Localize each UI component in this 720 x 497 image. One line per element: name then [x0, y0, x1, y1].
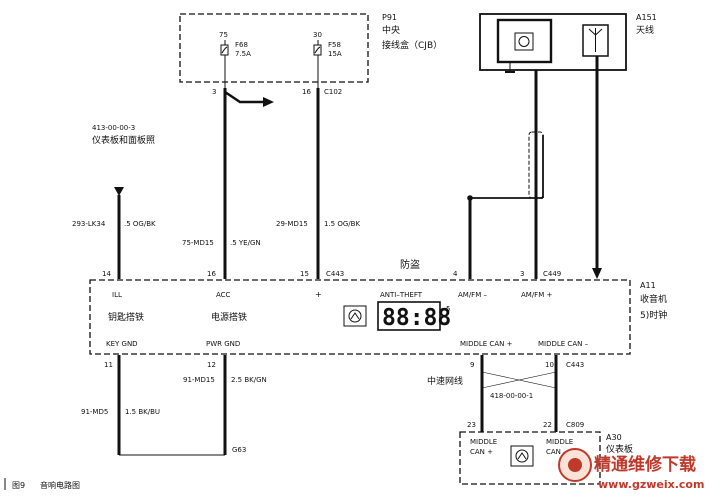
- cluster-id: A30: [606, 433, 622, 442]
- antenna-module-icon: [514, 32, 534, 51]
- radio-connector-top-left: C443: [326, 270, 344, 278]
- wire-acc: [223, 88, 274, 279]
- key-switch-label: 钥匙搭铁: [108, 311, 144, 323]
- radio-id: A11: [640, 281, 656, 290]
- illumination-ref-code: 413-00-00-3: [92, 124, 135, 132]
- wire-acc-circuit: 75-MD15: [182, 239, 214, 247]
- cluster-connector: C809: [566, 421, 584, 429]
- illumination-ref-name: 仪表板和面板照: [92, 134, 155, 146]
- wire-plus-spec: 1.5 OG/BK: [324, 220, 360, 228]
- radio-pin-15: 15: [300, 270, 309, 278]
- radio-pin-16: 16: [207, 270, 216, 278]
- radio-pin-4: 4: [453, 270, 458, 278]
- cluster-pin-23: 23: [467, 421, 476, 429]
- radio-pin-12: 12: [207, 361, 216, 369]
- radio-box: [89, 279, 631, 355]
- radio-label-can-plus: MIDDLE CAN +: [460, 340, 513, 348]
- wire-ill-arrow: [114, 187, 124, 196]
- radio-pin-14: 14: [102, 270, 111, 278]
- cjb-name-2: 接线盒（CJB）: [382, 39, 442, 51]
- cluster-module-icon: [510, 445, 534, 467]
- fuse-f58-pin: 30: [313, 31, 322, 39]
- radio-pin-9: 9: [470, 361, 474, 369]
- wire-plus-circuit: 29-MD15: [276, 220, 308, 228]
- antenna-amp-box: [496, 18, 553, 64]
- radio-top-pins: 14 16 15 4 3: [102, 270, 524, 278]
- cluster-name: 仪表板: [606, 443, 633, 455]
- wire-key-gnd-spec: 1.5 BK/BU: [125, 408, 160, 416]
- fuse-f68-rating: 7.5A: [235, 50, 251, 58]
- radio-note: 5: [446, 305, 450, 313]
- fuse-f58-name: F58: [328, 41, 341, 49]
- caption-fig: 图9: [12, 481, 25, 490]
- fuse-f58-rating: 15A: [328, 50, 342, 58]
- antitheft-label: 防盗: [400, 258, 420, 271]
- ground-id: G63: [232, 446, 246, 454]
- wire-key-gnd-circuit: 91-MD5: [81, 408, 108, 416]
- clock-display: [377, 301, 441, 331]
- cjb-connector: C102: [324, 88, 342, 96]
- cluster-can-plus-1: MIDDLE: [470, 438, 497, 446]
- wire-ill-circuit: 293-LK34: [72, 220, 106, 228]
- radio-pin-3: 3: [520, 270, 524, 278]
- radio-label-key-gnd: KEY GND: [106, 340, 138, 348]
- mid-can-bus-label: 中速网线: [427, 375, 463, 387]
- radio-label-plus: +: [315, 290, 322, 299]
- radio-name-2: 5)时钟: [640, 309, 667, 321]
- caption-title: 音响电路图: [40, 480, 80, 490]
- radio-label-can-minus: MIDDLE CAN –: [538, 340, 589, 348]
- radio-label-acc: ACC: [216, 291, 231, 299]
- wire-ill: [114, 187, 124, 279]
- radio-pin-11: 11: [104, 361, 113, 369]
- wire-ill-spec: .5 OG/BK: [124, 220, 156, 228]
- can-ref: 418-00-00-1: [490, 392, 533, 400]
- cluster-box: [459, 431, 601, 485]
- cjb-pin-3: 3: [212, 88, 216, 96]
- cluster-pin-22: 22: [543, 421, 552, 429]
- fuse-f68: 75 F68 7.5A: [219, 31, 251, 88]
- radio-module-icon: [343, 305, 367, 327]
- fuse-f68-pin: 75: [219, 31, 228, 39]
- wire-am-fm-minus: [467, 195, 543, 279]
- watermark-line2: www.gzweix.com: [598, 478, 704, 491]
- twisted-pair-mark: [481, 371, 557, 389]
- fuse-f68-name: F68: [235, 41, 248, 49]
- antenna-mast-icon: [588, 28, 603, 52]
- radio-connector-top-right: C449: [543, 270, 561, 278]
- cjb-box: [179, 13, 369, 83]
- clock-display-digits: 88:88: [382, 305, 451, 331]
- radio-pin-10: 10: [545, 361, 554, 369]
- watermark-line1: 精通维修下载: [594, 454, 696, 475]
- radio-label-pwr-gnd: PWR GND: [206, 340, 240, 348]
- power-switch-label: 电源搭铁: [211, 311, 247, 323]
- wire-acc-spec: .5 YE/GN: [230, 239, 261, 247]
- cjb-name-1: 中央: [382, 24, 400, 36]
- cjb-id: P91: [382, 13, 397, 22]
- antenna-name: 天线: [636, 24, 654, 36]
- cluster-can-minus-1: MIDDLE: [546, 438, 573, 446]
- radio-label-ill: ILL: [112, 291, 122, 299]
- radio-label-am-fm-plus: AM/FM +: [521, 291, 552, 299]
- radio-label-antitheft: ANTI–THEFT: [380, 291, 423, 299]
- fuse-f58: 30 F58 15A: [313, 31, 342, 88]
- radio-label-am-fm-minus: AM/FM –: [458, 291, 487, 299]
- radio-connector-bottom: C443: [566, 361, 584, 369]
- radio-name-1: 收音机: [640, 293, 667, 305]
- cluster-can-plus-2: CAN +: [470, 448, 493, 456]
- wire-acc-branch-arrow: [263, 97, 274, 107]
- cjb-pin-16: 16: [302, 88, 311, 96]
- watermark: 精通维修下载 www.gzweix.com: [558, 448, 704, 491]
- antenna-id: A151: [636, 13, 657, 22]
- antenna-box: [479, 13, 627, 71]
- wire-pwr-gnd-spec: 2.5 BK/GN: [231, 376, 267, 384]
- wire-pwr-gnd-circuit: 91-MD15: [183, 376, 215, 384]
- cluster-can-minus-2: CAN –: [546, 448, 567, 456]
